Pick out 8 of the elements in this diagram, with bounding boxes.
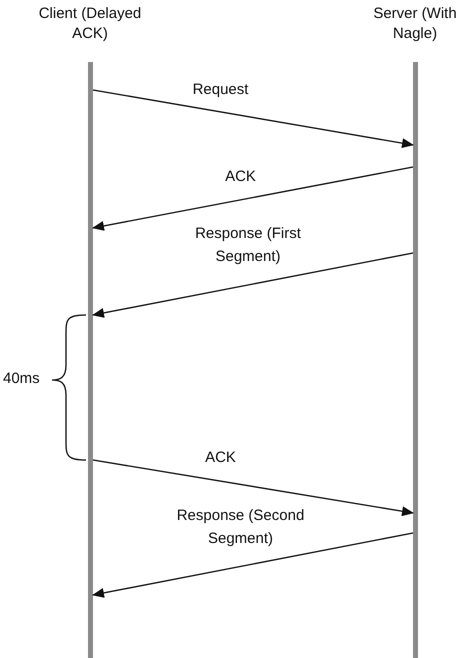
arrow	[92, 166, 414, 231]
arrow	[92, 532, 414, 598]
lifeline-heading: Server (With Nagle)	[372, 4, 458, 44]
arrow	[92, 459, 414, 516]
lifeline-heading: Client (Delayed ACK)	[38, 4, 142, 44]
arrow	[92, 89, 414, 148]
duration-label: 40ms	[3, 370, 40, 387]
arrow	[92, 252, 414, 318]
